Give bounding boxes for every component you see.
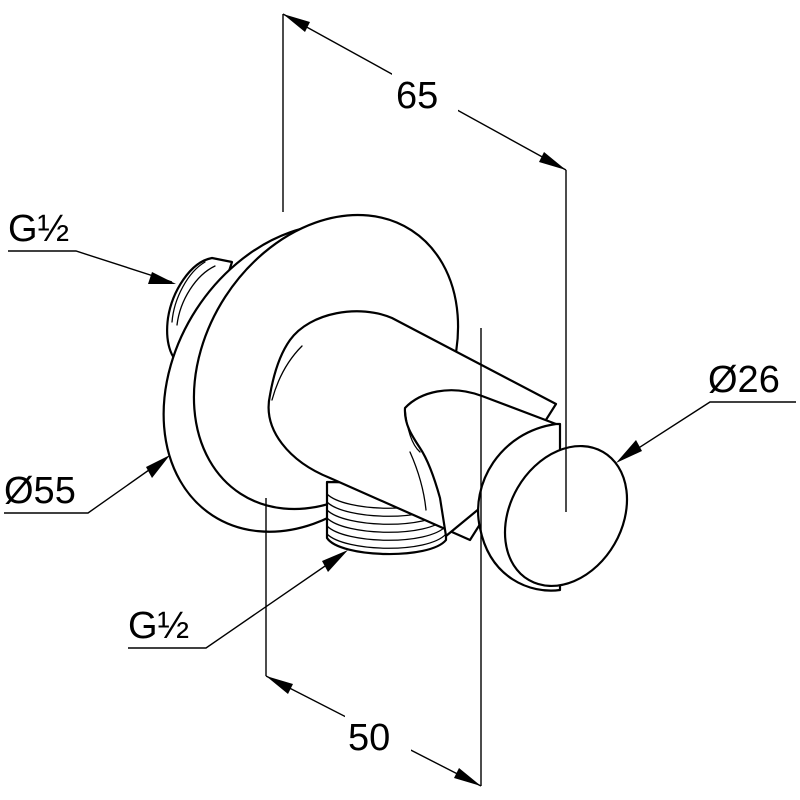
arrowhead: [146, 455, 170, 478]
label-holder-diameter: Ø26: [708, 359, 780, 401]
arrowhead: [454, 768, 481, 786]
dimension-label-50: 50: [348, 717, 390, 759]
label-outlet-thread: G½: [128, 605, 189, 647]
leader-holder-diameter: Ø26: [616, 359, 796, 463]
leader-outlet-thread: G½: [128, 550, 348, 649]
front-cap-disc: [477, 422, 629, 592]
arrowhead: [322, 550, 348, 572]
leader-rosette-diameter: Ø55: [4, 455, 170, 514]
arrowhead: [539, 152, 566, 170]
arrowhead: [148, 272, 176, 284]
arrowhead: [266, 676, 293, 694]
dimension-50: 50: [265, 328, 482, 787]
arrowhead: [616, 440, 642, 463]
dimension-label-65: 65: [396, 75, 438, 117]
label-rosette-diameter: Ø55: [4, 470, 76, 512]
arrowhead: [283, 14, 310, 32]
label-wall-thread: G½: [8, 208, 69, 250]
dimension-65: 65: [282, 13, 567, 512]
leader-wall-thread: G½: [8, 208, 176, 284]
wall-connector-part: [162, 213, 629, 592]
